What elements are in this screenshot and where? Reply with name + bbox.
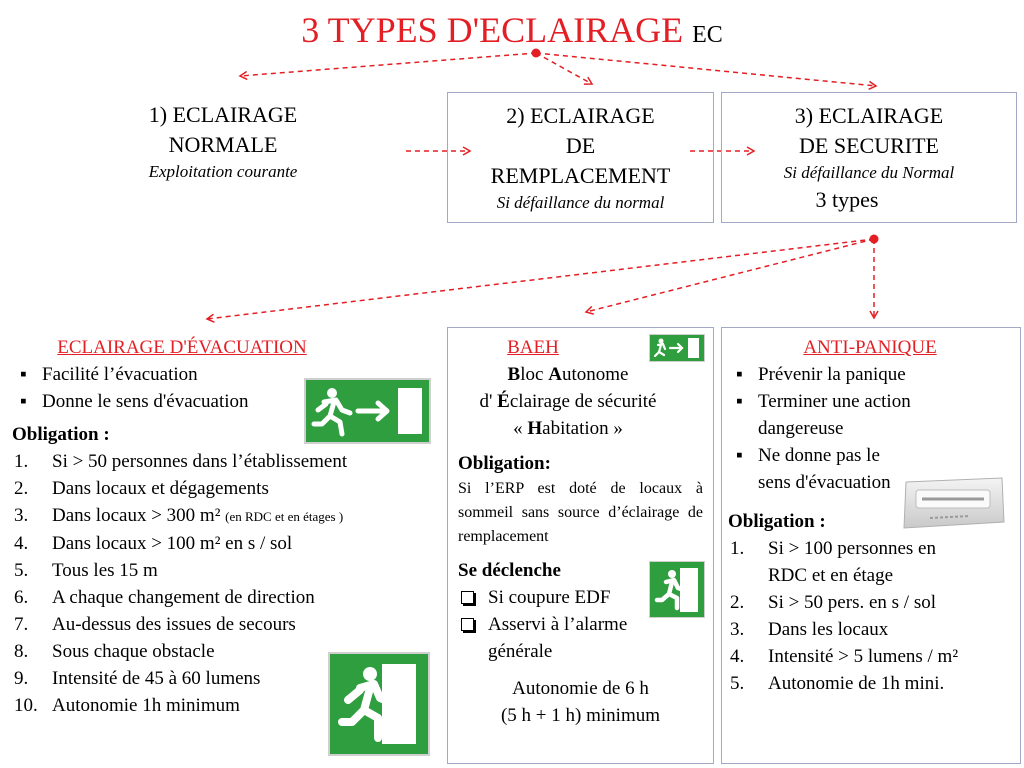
box-eclairage-securite: 3) ECLAIRAGE DE SECURITE Si défaillance … [721, 92, 1017, 223]
exit-arrow-small-icon [649, 334, 705, 362]
obligation-list: 1.Si > 50 personnes dans l’établissement… [12, 448, 440, 719]
list-item: Si coupure EDF [458, 584, 633, 611]
list-item: 5.Tous les 15 m [14, 560, 158, 581]
list-item: Facilité l’évacuation [12, 361, 440, 388]
baeh-expansion-line: d' Éclairage de sécurité [479, 391, 657, 412]
obligation-text: Si l’ERP est doté de locaux à sommeil sa… [458, 480, 703, 545]
box-eclairage-remplacement: 2) ECLAIRAGE DE REMPLACEMENT Si défailla… [447, 92, 714, 223]
bullet-list: Prévenir la panique Terminer une action … [728, 361, 988, 496]
list-item: 7.Au-dessus des issues de secours [14, 614, 296, 635]
title-suffix: EC [692, 22, 723, 48]
baeh-expansion-line: Bloc Autonome [507, 364, 629, 385]
box-title-line: 3) ECLAIRAGE [794, 103, 944, 128]
obligation-label: Obligation: [458, 453, 551, 474]
trigger-list: Si coupure EDF Asservi à l’alarme généra… [458, 584, 633, 665]
arrow-to-remplacement [535, 52, 594, 85]
list-item: 2.Si > 50 pers. en s / sol [730, 592, 936, 613]
list-item: Ne donne pas le sens d'évacuation [728, 442, 898, 496]
box-title-line: REMPLACEMENT [490, 163, 671, 188]
list-item: 4.Dans locaux > 100 m² en s / sol [14, 533, 293, 554]
node-dot-top [531, 48, 541, 58]
arrow-to-evacuation [205, 238, 875, 323]
list-item: 5.Autonomie de 1h mini. [730, 673, 945, 694]
bullet-list: Facilité l’évacuation Donne le sens d'év… [12, 361, 440, 415]
obligation-label: Obligation : [728, 511, 826, 532]
box-title-line: DE [565, 133, 596, 158]
list-item: Asservi à l’alarme générale [458, 611, 633, 665]
box-note: Si défaillance du normal [496, 193, 665, 212]
exit-sign-icon [304, 378, 431, 444]
panel-antipanique: ANTI-PANIQUE Prévenir la panique Termine… [721, 327, 1021, 764]
trigger-label: Se déclenche [458, 560, 561, 581]
baeh-expansion-line: « Habitation » [513, 418, 623, 439]
box-title-line: 2) ECLAIRAGE [506, 103, 655, 128]
box-title-line: DE SECURITE [799, 133, 939, 158]
list-item: 10.Autonomie 1h minimum [14, 695, 240, 716]
title-main: 3 TYPES D'ECLAIRAGE [301, 10, 684, 50]
panel-title: ANTI-PANIQUE [803, 337, 937, 358]
arrow-to-securite [535, 52, 878, 90]
obligation-label: Obligation : [12, 424, 110, 445]
panel-title: ECLAIRAGE D'ÉVACUATION [57, 337, 307, 358]
list-item: Terminer une action dangereuse [728, 388, 988, 442]
list-item: 9.Intensité de 45 à 60 lumens [14, 668, 261, 689]
light-fixture-icon [900, 474, 1008, 532]
box-title-line: NORMALE [168, 132, 278, 157]
box-note: Si défaillance du Normal [783, 163, 955, 182]
autonomy-line: (5 h + 1 h) minimum [500, 705, 660, 726]
exit-door-sign-icon [328, 652, 430, 756]
arrow-to-normal [238, 52, 537, 81]
list-item: Donne le sens d'évacuation [12, 388, 440, 415]
arrow-to-baeh [584, 238, 875, 315]
panel-baeh: BAEH Bloc Autonome d' Éclairage de sécur… [447, 327, 714, 764]
list-item: 4.Intensité > 5 lumens / m² [730, 646, 959, 667]
box-note: Exploitation courante [148, 162, 298, 181]
list-item: 8.Sous chaque obstacle [14, 641, 215, 662]
box-eclairage-normale: 1) ECLAIRAGE NORMALE Exploitation couran… [118, 100, 328, 210]
list-item: 3.Dans les locaux [730, 619, 889, 640]
list-item: Prévenir la panique [728, 361, 988, 388]
page-title: 3 TYPES D'ECLAIRAGE EC [0, 8, 1024, 57]
list-item: 6.A chaque changement de direction [14, 587, 315, 608]
list-item: 3.Dans locaux > 300 m² (en RDC et en éta… [14, 505, 344, 526]
panel-title: BAEH [507, 337, 559, 358]
box-extra: 3 types [815, 187, 879, 212]
exit-door-small-icon [649, 561, 705, 618]
node-dot-securite [869, 234, 879, 244]
box-title-line: 1) ECLAIRAGE [148, 102, 298, 127]
panel-evacuation: ECLAIRAGE D'ÉVACUATION Facilité l’évacua… [12, 334, 440, 764]
autonomy-line: Autonomie de 6 h [512, 678, 649, 699]
list-item: 1.Si > 50 personnes dans l’établissement [14, 451, 348, 472]
list-item: 2.Dans locaux et dégagements [14, 478, 269, 499]
